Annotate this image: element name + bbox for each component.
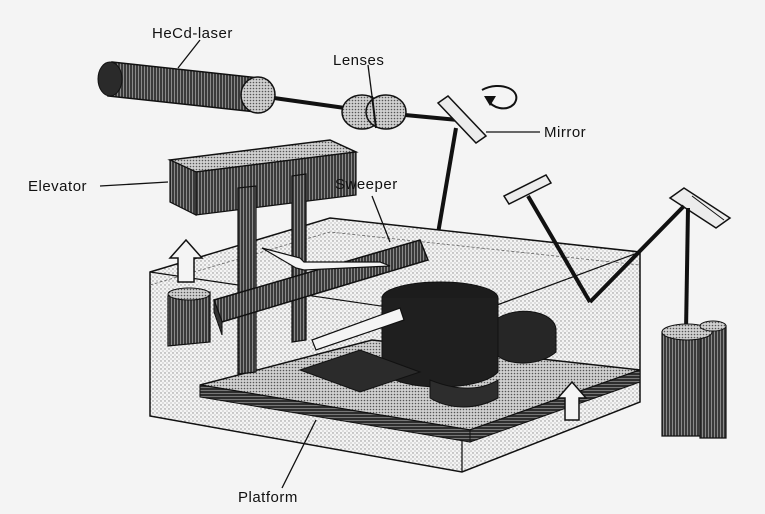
sweeper-label: Sweeper bbox=[335, 176, 398, 193]
leader-lines bbox=[99, 39, 540, 489]
left-roller bbox=[167, 287, 211, 347]
elevator bbox=[167, 139, 359, 375]
scanning-mirrors bbox=[502, 174, 732, 333]
sweeper bbox=[213, 239, 430, 351]
platform-label: Platform bbox=[238, 489, 298, 506]
printed-part bbox=[298, 281, 557, 408]
mirror-label: Mirror bbox=[544, 124, 587, 141]
hecd-laser bbox=[97, 61, 276, 114]
elevator-up-arrow bbox=[168, 238, 204, 283]
top-mirror bbox=[436, 85, 518, 144]
elevator-label: Elevator bbox=[28, 178, 88, 195]
lenses bbox=[341, 94, 407, 130]
lenses-label: Lenses bbox=[333, 52, 385, 69]
right-laser-cylinders bbox=[661, 320, 727, 439]
hecd-laser-label: HeCd-laser bbox=[152, 25, 233, 42]
platform-up-arrow bbox=[556, 380, 588, 421]
